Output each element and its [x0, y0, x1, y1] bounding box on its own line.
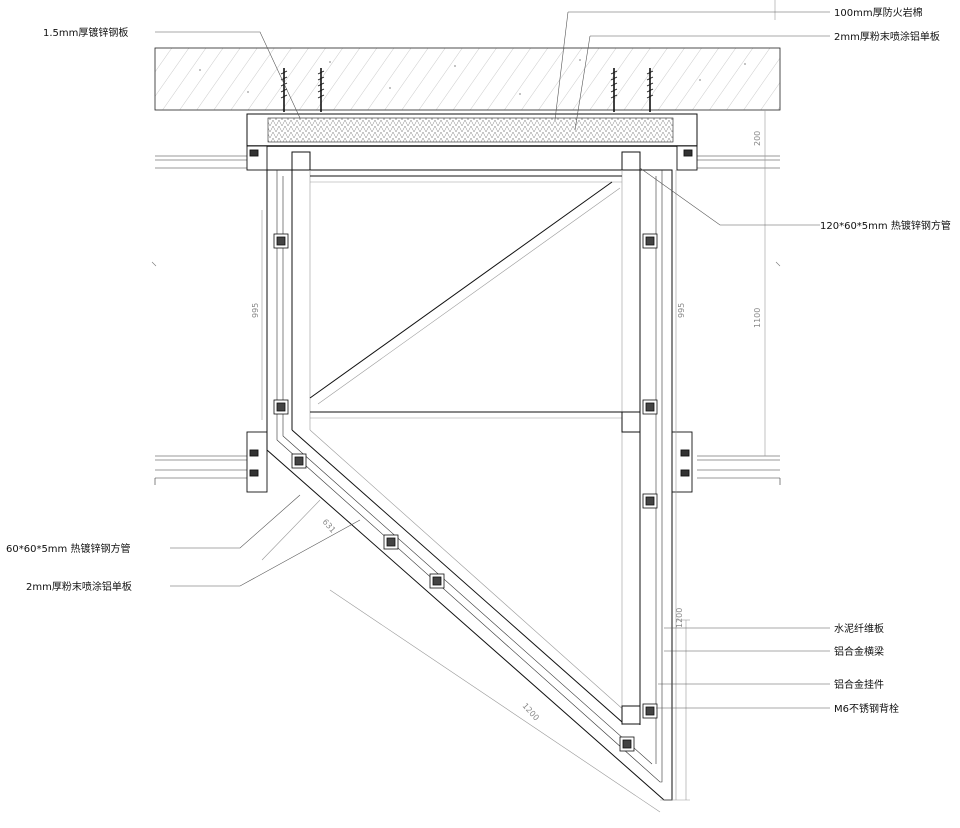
label-al-hanger: 铝合金挂件 — [834, 678, 884, 691]
dim-631: 631 — [321, 517, 338, 534]
concrete-slab — [154, 47, 781, 111]
dim-1200-diag: 1200 — [521, 701, 541, 722]
label-tube-60: 60*60*5mm 热镀锌钢方管 — [6, 542, 130, 555]
cladding-brackets — [273, 233, 658, 752]
dimension-texts: 200 995 995 1100 1200 1200 631 — [251, 131, 762, 723]
dim-break-marks — [151, 261, 781, 267]
label-tube-120: 120*60*5mm 热镀锌钢方管 — [820, 219, 951, 232]
label-al-panel-left: 2mm厚粉末喷涂铝单板 — [26, 580, 132, 593]
rock-wool-layer — [246, 113, 698, 147]
cladding-outline — [266, 169, 673, 801]
curtain-wall-frames — [154, 155, 781, 485]
dimension-lines — [261, 0, 776, 813]
label-al-beam: 铝合金横梁 — [834, 645, 884, 658]
dim-1100: 1100 — [753, 308, 762, 328]
dim-995-right: 995 — [677, 303, 686, 318]
dim-200: 200 — [753, 131, 762, 146]
label-al-panel-top: 2mm厚粉末喷涂铝单板 — [834, 30, 940, 43]
anchor-bolts — [283, 68, 651, 112]
label-galv-steel-plate: 1.5mm厚镀锌钢板 — [43, 26, 128, 39]
dim-995-left: 995 — [251, 303, 260, 318]
material-labels: 100mm厚防火岩棉 1.5mm厚镀锌钢板 2mm厚粉末喷涂铝单板 120*60… — [6, 6, 951, 715]
mullion-profiles — [246, 145, 698, 493]
leader-lines — [155, 11, 830, 709]
dim-1200-right: 1200 — [675, 608, 684, 628]
label-cement-board: 水泥纤维板 — [834, 622, 884, 635]
label-m6-bolt: M6不锈钢背栓 — [834, 702, 899, 715]
label-rock-wool: 100mm厚防火岩棉 — [834, 6, 923, 19]
steel-frame — [291, 151, 641, 725]
